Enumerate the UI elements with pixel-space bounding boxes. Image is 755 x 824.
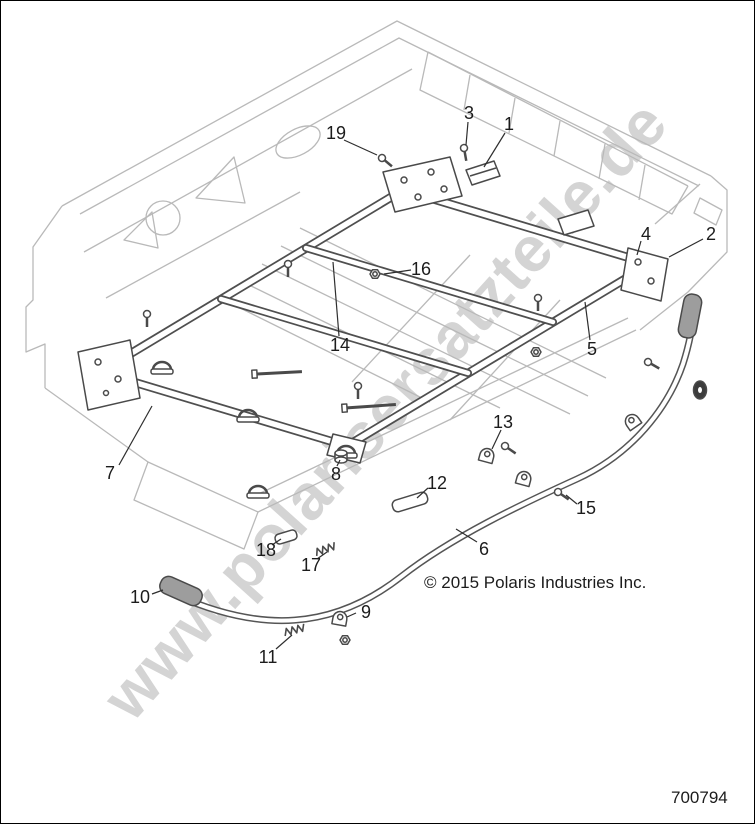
callout-9: 9 <box>360 602 372 622</box>
leader-lines <box>118 121 704 650</box>
bar-hardware <box>274 357 708 646</box>
flange-nut <box>334 449 348 464</box>
callout-6: 6 <box>478 539 490 559</box>
p-clamp <box>477 447 495 465</box>
d-ring <box>246 484 270 499</box>
screw <box>643 357 660 370</box>
bolt <box>251 369 303 379</box>
screw <box>283 259 293 277</box>
p-clamp <box>331 610 348 627</box>
spacer-tube <box>391 491 429 513</box>
bolt <box>340 403 396 414</box>
hex-nut <box>339 634 351 646</box>
screw <box>142 309 152 327</box>
p-clamp <box>514 470 532 488</box>
bushing <box>274 529 298 545</box>
callout-13: 13 <box>492 412 514 432</box>
callout-18: 18 <box>255 540 277 560</box>
callout-1: 1 <box>503 114 515 134</box>
grommet <box>692 380 708 400</box>
bed-box-outline <box>25 20 728 550</box>
spring <box>284 623 305 637</box>
callout-17: 17 <box>300 555 322 575</box>
callout-2: 2 <box>705 224 717 244</box>
callout-16: 16 <box>410 259 432 279</box>
screw <box>500 441 517 455</box>
stabilizer-bar <box>159 293 703 625</box>
part-number: 700794 <box>671 788 728 807</box>
callout-15: 15 <box>575 498 597 518</box>
bar-end-sleeve-left <box>159 575 203 607</box>
copyright-text: © 2015 Polaris Industries Inc. <box>424 573 647 592</box>
screw <box>553 487 570 501</box>
frame-rails <box>95 185 655 451</box>
hex-nut <box>369 268 381 280</box>
callout-14: 14 <box>329 335 351 355</box>
d-ring <box>150 360 174 375</box>
d-ring <box>236 408 260 423</box>
callout-4: 4 <box>640 224 652 244</box>
callout-3: 3 <box>463 103 475 123</box>
screw <box>533 293 543 311</box>
callout-19: 19 <box>325 123 347 143</box>
bar-end-sleeve-right <box>677 293 703 339</box>
callout-11: 11 <box>258 647 278 667</box>
hex-nut <box>530 346 542 358</box>
screw <box>377 153 393 168</box>
callout-10: 10 <box>129 587 151 607</box>
screw <box>353 381 363 399</box>
screw <box>459 143 469 162</box>
frame-brackets-hardware <box>77 143 669 499</box>
spring <box>315 542 335 556</box>
p-clamp <box>624 413 643 432</box>
callout-8: 8 <box>330 464 342 484</box>
callout-12: 12 <box>426 473 448 493</box>
callout-5: 5 <box>586 339 598 359</box>
callout-7: 7 <box>104 463 116 483</box>
